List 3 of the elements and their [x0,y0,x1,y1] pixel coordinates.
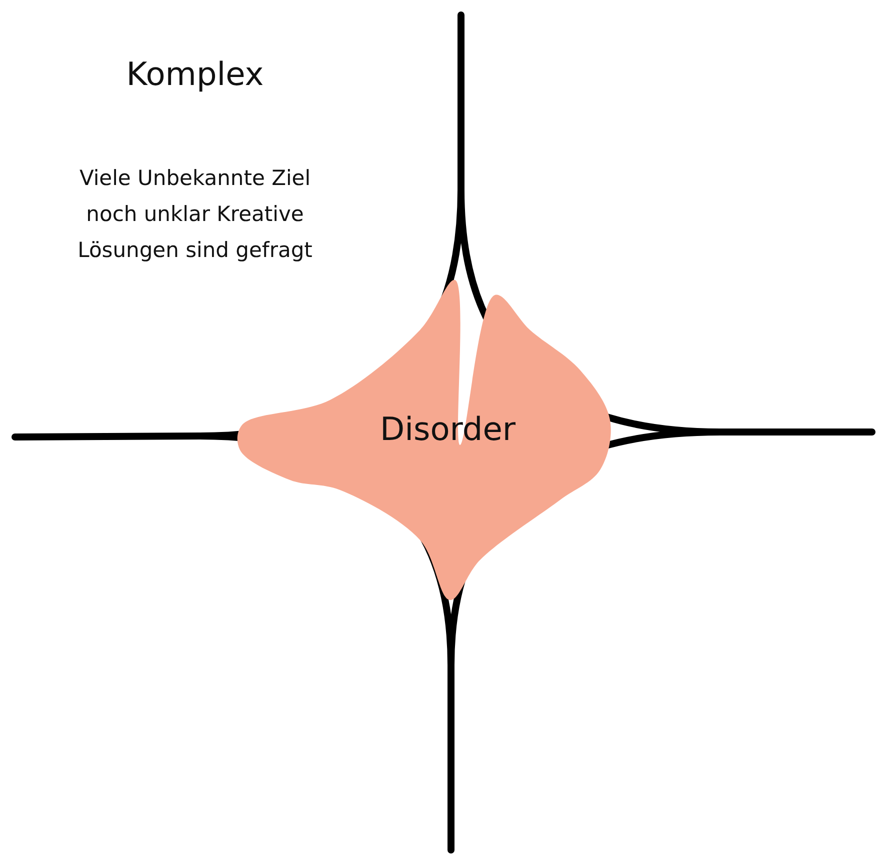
area-title: Disorder [380,410,516,448]
domain-title: Komplex [125,55,265,94]
domain-description: Viele Unbekannte Ziel noch unklar Kreative Lösungen sind gefragt [76,165,314,264]
